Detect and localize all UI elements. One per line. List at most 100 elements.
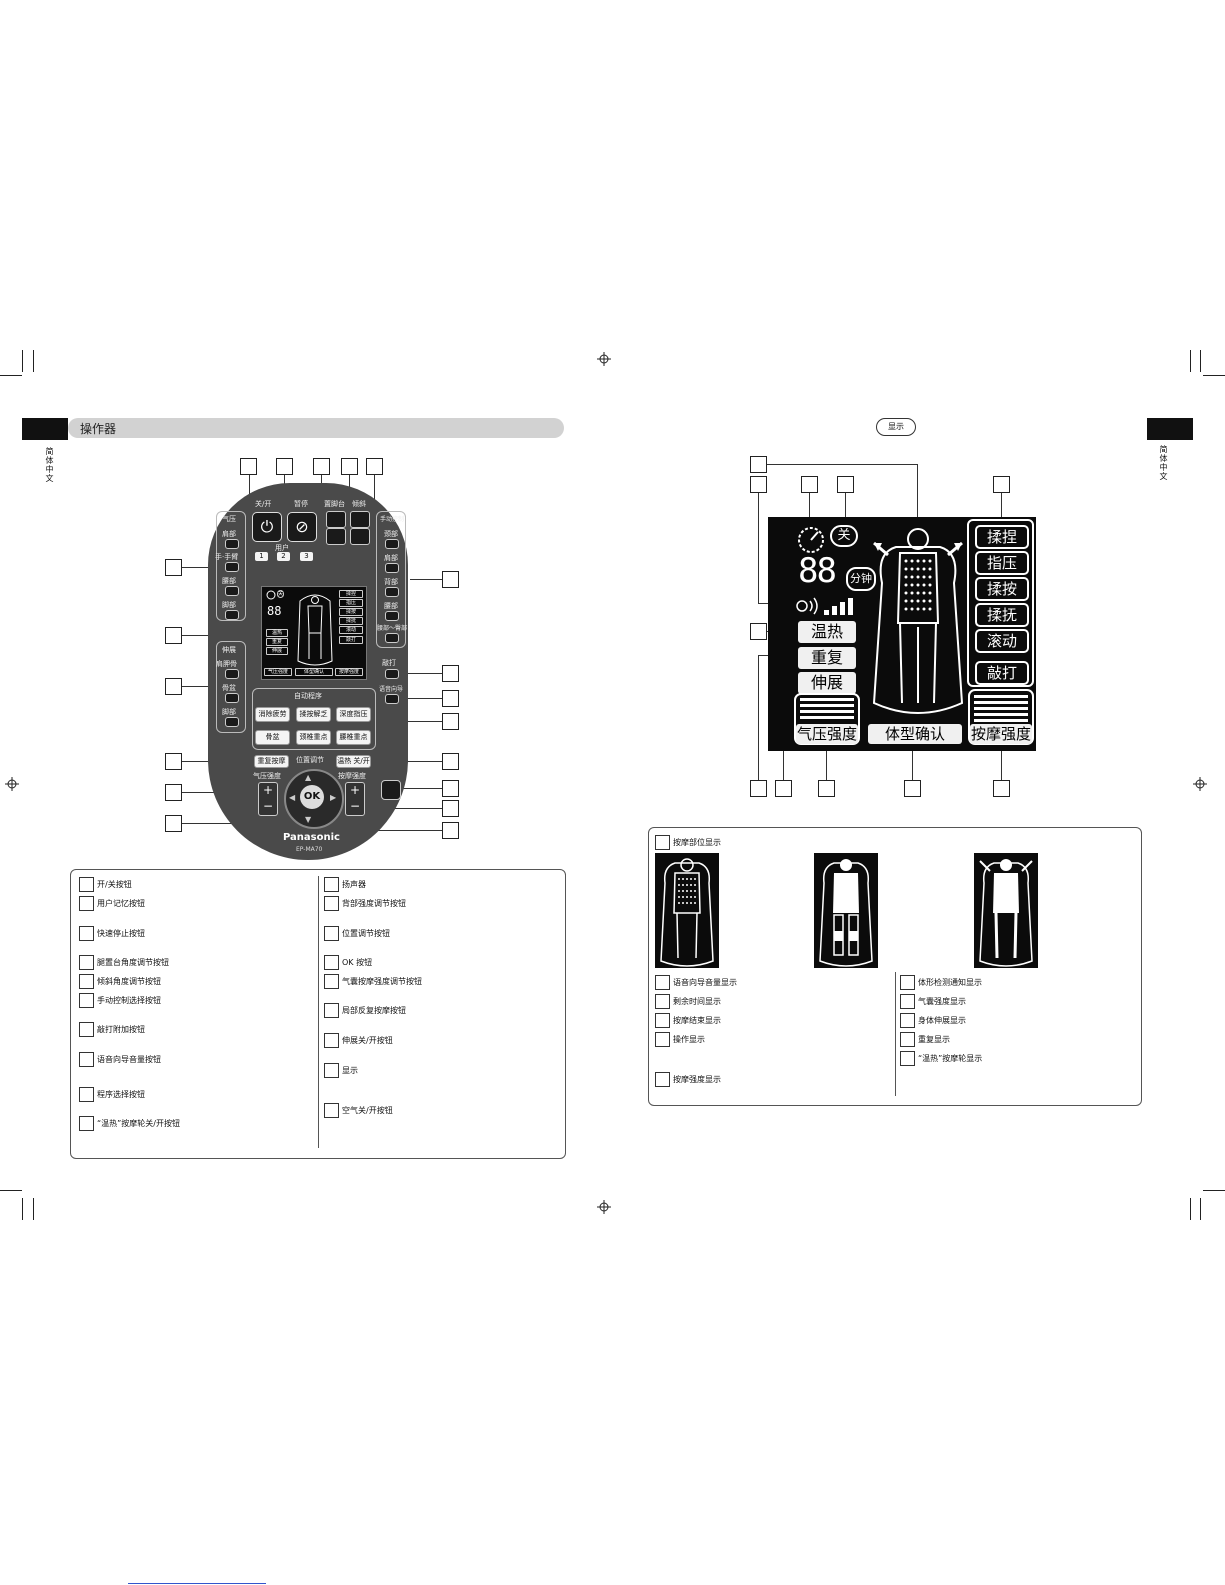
- stretch-item-label: 肩胛骨: [216, 660, 237, 668]
- stretch-shoulder-button[interactable]: [225, 669, 239, 679]
- callout-box: [801, 476, 818, 493]
- air-arm-button[interactable]: [225, 562, 239, 572]
- registration-mark-icon: [1193, 777, 1207, 791]
- manual-back-button[interactable]: [385, 587, 399, 597]
- manual-shoulder-button[interactable]: [385, 563, 399, 573]
- air-shoulder-button[interactable]: [225, 539, 239, 549]
- mini-stretch-tag: 伸展: [266, 647, 288, 655]
- callout-box: [837, 476, 854, 493]
- auto-program-title: 自动程序: [294, 692, 322, 700]
- tap-indicator: 敲打: [975, 661, 1029, 685]
- user-1-button[interactable]: 1: [255, 552, 268, 561]
- air-item-label: 肩部: [222, 530, 236, 538]
- language-label: 简体中文: [1159, 445, 1168, 481]
- stretch-foot-button[interactable]: [225, 717, 239, 727]
- manual-item-label: 颈部: [384, 530, 398, 538]
- manual-neck-button[interactable]: [385, 539, 399, 549]
- massage-strength-minus-button[interactable]: −: [349, 799, 361, 813]
- air-waist-button[interactable]: [225, 586, 239, 596]
- language-tab: [1147, 418, 1193, 440]
- callout-box: [313, 458, 330, 475]
- body-check-indicator: 体型确认: [868, 724, 962, 744]
- stretch-item-label: 脚部: [222, 708, 236, 716]
- program-button[interactable]: 颈椎重点: [296, 730, 331, 745]
- program-button[interactable]: 腰椎重点: [336, 730, 371, 745]
- footrest-up-button[interactable]: [326, 511, 346, 528]
- callout-box: [750, 780, 767, 797]
- massage-area-sample: [655, 853, 719, 968]
- manual-hip-button[interactable]: [385, 633, 399, 643]
- program-button[interactable]: 消除疲劳: [255, 707, 290, 722]
- program-button[interactable]: 揉按解乏: [296, 707, 331, 722]
- recline-down-button[interactable]: [350, 528, 370, 545]
- footrest-down-button[interactable]: [326, 528, 346, 545]
- right-arrow-icon[interactable]: ▶: [330, 793, 337, 802]
- heat-toggle-button[interactable]: 温热 关/开: [336, 755, 371, 768]
- voice-volume-button[interactable]: [385, 694, 399, 704]
- mini-heat-tag: 温热: [266, 629, 288, 637]
- massage-strength-label: 按摩强度: [338, 772, 366, 780]
- legend-item: 重复显示: [900, 1032, 950, 1047]
- timer-icon: [798, 527, 824, 553]
- legend-item: 背部强度调节按钮: [324, 896, 406, 911]
- legend-item: 空气关/开按钮: [324, 1103, 393, 1118]
- callout-box: [442, 665, 459, 682]
- legend-item: 按摩结束显示: [655, 1013, 721, 1028]
- direction-pad[interactable]: ▲ ▼ ◀ ▶ OK: [284, 769, 344, 829]
- pause-button[interactable]: ⊘: [287, 512, 317, 542]
- tap-button[interactable]: [385, 669, 399, 679]
- air-strength-label: 气压强度: [253, 772, 281, 780]
- legend-item: 手动控制选择按钮: [79, 993, 161, 1008]
- user-2-button[interactable]: 2: [277, 552, 290, 561]
- mini-right-tag: 揉按: [339, 608, 363, 616]
- display-button: 显示: [876, 418, 916, 436]
- mini-right-tag: 揉抚: [339, 617, 363, 625]
- callout-box: [442, 800, 459, 817]
- callout-box: [165, 815, 182, 832]
- program-button[interactable]: 深度指压: [336, 707, 371, 722]
- down-arrow-icon[interactable]: ▼: [305, 815, 312, 824]
- up-arrow-icon[interactable]: ▲: [305, 773, 312, 782]
- registration-mark-icon: [5, 777, 19, 791]
- air-strength-minus-button[interactable]: −: [262, 799, 274, 813]
- legend-item: 体形检测通知显示: [900, 975, 982, 990]
- air-foot-button[interactable]: [225, 610, 239, 620]
- callout-box: [165, 753, 182, 770]
- air-item-label: 手·手臂: [215, 553, 239, 561]
- repeat-button[interactable]: 重复按摩: [254, 755, 289, 768]
- manual-item-label: 肩部: [384, 554, 398, 562]
- manual-waist-button[interactable]: [385, 611, 399, 621]
- legend-item: OK 按钮: [324, 955, 372, 970]
- callout-box: [442, 753, 459, 770]
- legend-item: 局部反复按摩按钮: [324, 1003, 406, 1018]
- off-indicator: 关: [830, 525, 858, 547]
- recline-up-button[interactable]: [350, 511, 370, 528]
- section-title: 操作器: [80, 422, 117, 436]
- stretch-indicator: 伸展: [798, 672, 856, 694]
- program-button[interactable]: 骨盆: [255, 730, 290, 745]
- user-3-button[interactable]: 3: [300, 552, 313, 561]
- legend-item: 语音向导音量显示: [655, 975, 737, 990]
- legend-item: 显示: [324, 1063, 358, 1078]
- air-panel: [216, 511, 246, 621]
- stretch-item-label: 骨盆: [222, 684, 236, 692]
- callout-box: [442, 780, 459, 797]
- massage-area-sample: [974, 853, 1038, 968]
- callout-box: [276, 458, 293, 475]
- callout-box: [775, 780, 792, 797]
- user-label: 用户: [275, 544, 289, 552]
- power-button[interactable]: ⏻: [252, 512, 282, 542]
- callout-box: [750, 456, 767, 473]
- massage-strength-plus-button[interactable]: +: [349, 783, 361, 797]
- stretch-pelvis-button[interactable]: [225, 693, 239, 703]
- manual-item-label: 腰部: [384, 602, 398, 610]
- section-header: 操作器: [68, 418, 564, 438]
- ok-button[interactable]: OK: [300, 785, 324, 809]
- air-strength-plus-button[interactable]: +: [262, 783, 274, 797]
- left-arrow-icon[interactable]: ◀: [289, 793, 296, 802]
- legend-item: 腿置台角度调节按钮: [79, 955, 169, 970]
- shiatsu-indicator: 指压: [975, 551, 1029, 575]
- voice-label: 语音向导: [379, 686, 404, 693]
- air-item-label: 脚部: [222, 601, 236, 609]
- air-strength-stepper: + −: [258, 782, 278, 816]
